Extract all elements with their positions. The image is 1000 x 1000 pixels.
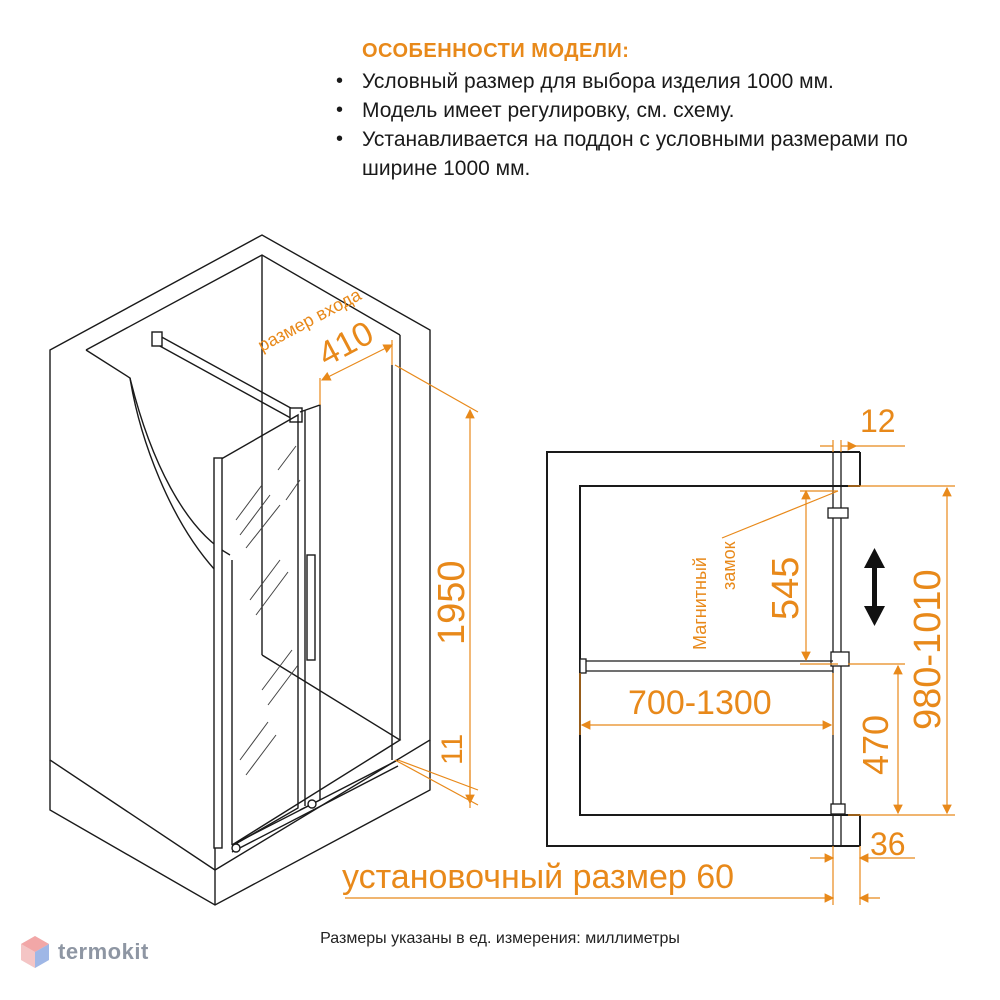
door-handle bbox=[306, 554, 316, 661]
feature-item: Устанавливается на поддон с условными ра… bbox=[336, 125, 980, 183]
units-note: Размеры указаны в ед. измерения: миллиме… bbox=[320, 930, 680, 947]
dim-profile: 12 bbox=[860, 403, 896, 439]
brand-name: termokit bbox=[58, 939, 149, 964]
plan-wall-inner bbox=[579, 485, 860, 816]
features-list: Условный размер для выбора изделия 1000 … bbox=[330, 67, 980, 183]
brand-logo: termokit bbox=[20, 935, 149, 969]
plan-dim-labels: 12 Магнитный замок 545 980-1010 700-1300… bbox=[342, 403, 949, 896]
niche-wall bbox=[49, 234, 431, 871]
shield-logo-icon bbox=[21, 936, 49, 968]
fixed-glass bbox=[215, 413, 299, 847]
plan-wall-outer bbox=[546, 451, 860, 847]
feature-item: Модель имеет регулировку, см. схему. bbox=[336, 96, 980, 125]
plan-view bbox=[546, 451, 861, 847]
feature-item: Условный размер для выбора изделия 1000 … bbox=[336, 67, 980, 96]
install-label: установочный размер 60 bbox=[342, 858, 734, 896]
iso-dim-labels: размер входа 410 1950 11 bbox=[254, 284, 473, 765]
dim-bottom: 36 bbox=[870, 826, 906, 862]
stabilizer-bar bbox=[157, 334, 299, 423]
plan-dimensions bbox=[345, 440, 955, 905]
dim-lock: 545 bbox=[765, 557, 807, 620]
iso-dimensions bbox=[319, 340, 479, 808]
isometric-view bbox=[49, 234, 431, 906]
double-arrow-icon bbox=[864, 548, 885, 626]
magnetic-lock-label-2: замок bbox=[719, 541, 739, 590]
dim-bar: 700-1300 bbox=[628, 684, 772, 722]
features-block: ОСОБЕННОСТИ МОДЕЛИ: Условный размер для … bbox=[330, 40, 980, 183]
dim-width-total: 980-1010 bbox=[907, 569, 949, 730]
features-heading: ОСОБЕННОСТИ МОДЕЛИ: bbox=[362, 40, 630, 62]
magnetic-lock-label: Магнитный bbox=[690, 557, 710, 650]
threshold-value: 11 bbox=[436, 734, 469, 765]
height-value: 1950 bbox=[431, 560, 473, 645]
dim-lower: 470 bbox=[855, 715, 896, 775]
